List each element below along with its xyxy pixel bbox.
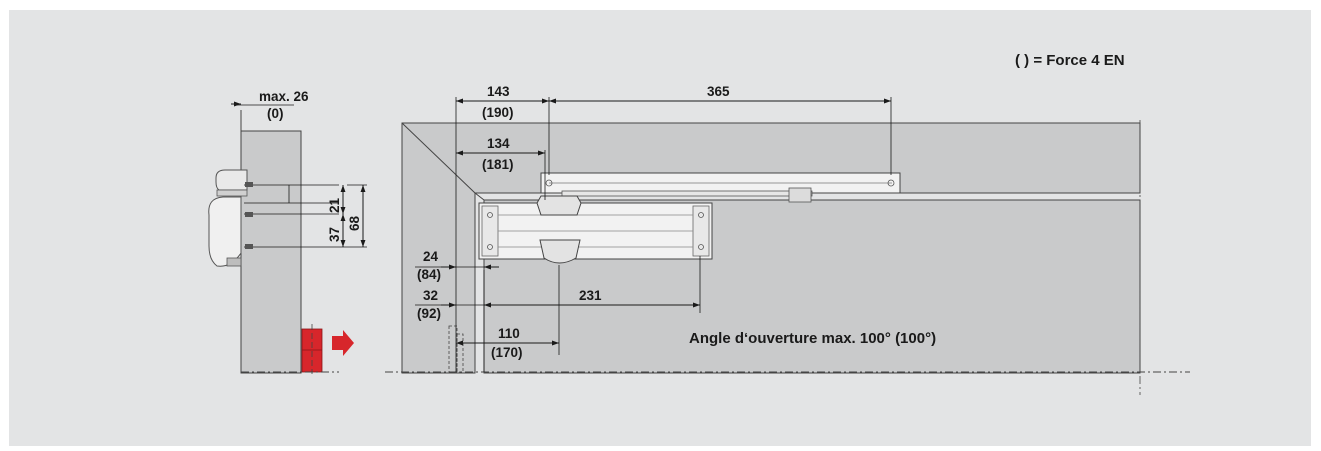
- red-arrow-icon: [332, 330, 354, 356]
- dim-231: 231: [579, 288, 602, 303]
- side-closer-icon: [208, 169, 248, 267]
- legend-text: ( ) = Force 4 EN: [1015, 52, 1125, 69]
- side-door-leaf: [240, 130, 302, 374]
- dim-max-26: max. 26: [259, 89, 309, 104]
- side-view: 21 37 68 max. 26 (0): [208, 89, 367, 374]
- dim-110: 110: [498, 326, 520, 341]
- front-view: 143 (190) 365 134 (181) 24 (84) 32 (92) …: [385, 84, 1190, 395]
- dim-32: 32: [423, 288, 438, 303]
- dim-68: 68: [347, 215, 362, 231]
- red-door-stop-icon: [301, 324, 323, 374]
- dim-110-alt: (170): [491, 345, 523, 360]
- technical-drawing: ( ) = Force 4 EN 21 37: [9, 10, 1311, 446]
- dim-365: 365: [707, 84, 730, 99]
- dim-37: 37: [327, 227, 342, 242]
- closer-body-icon: [478, 195, 713, 264]
- opening-angle-note: Angle d‘ouverture max. 100° (100°): [689, 330, 936, 347]
- dim-32-alt: (92): [417, 306, 441, 321]
- dim-24: 24: [423, 249, 439, 264]
- dim-143: 143: [487, 84, 510, 99]
- dim-134-alt: (181): [482, 157, 514, 172]
- drawing-frame: ( ) = Force 4 EN 21 37: [9, 10, 1311, 446]
- slide-rail-icon: [540, 172, 901, 203]
- dim-143-alt: (190): [482, 105, 514, 120]
- dim-134: 134: [487, 136, 510, 151]
- dim-max-26-alt: (0): [267, 106, 284, 121]
- dim-24-alt: (84): [417, 267, 441, 282]
- dim-21: 21: [327, 197, 342, 213]
- hinge-icon: [448, 325, 464, 373]
